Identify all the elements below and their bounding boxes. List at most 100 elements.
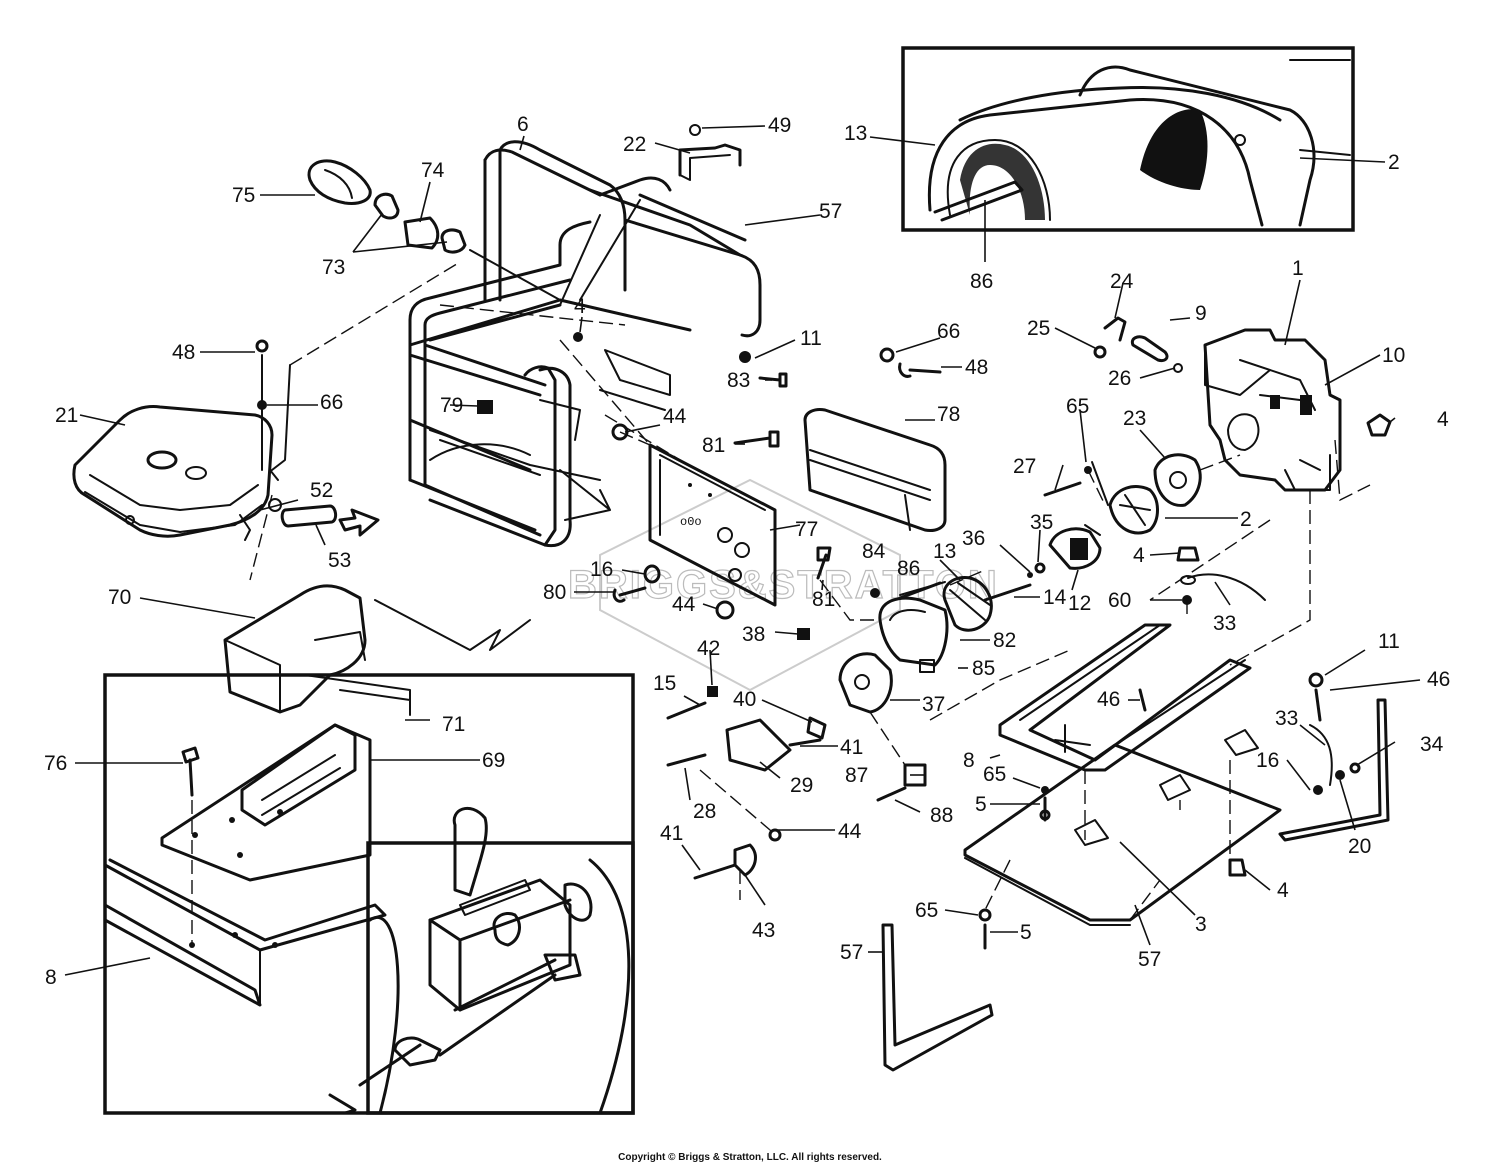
callout-65-top: 65 xyxy=(1066,395,1089,418)
callout-21: 21 xyxy=(55,404,78,427)
callout-10: 10 xyxy=(1382,344,1405,367)
callout-2-inset: 2 xyxy=(1388,151,1400,174)
callout-4-mount: 4 xyxy=(1133,544,1145,567)
callout-37: 37 xyxy=(922,693,945,716)
callout-42: 42 xyxy=(697,637,720,660)
callout-16-panel: 16 xyxy=(590,558,613,581)
leader-lines xyxy=(64,125,1421,976)
callout-40: 40 xyxy=(733,688,756,711)
callout-25: 25 xyxy=(1027,317,1050,340)
callout-81-lower: 81 xyxy=(812,588,835,611)
callout-14: 14 xyxy=(1043,586,1067,609)
control-panel: o0o xyxy=(648,443,777,607)
callout-46-right: 46 xyxy=(1427,668,1450,691)
callout-38: 38 xyxy=(742,623,765,646)
copyright-notice: Copyright © Briggs & Stratton, LLC. All … xyxy=(618,1152,882,1163)
callout-35: 35 xyxy=(1030,511,1053,534)
callout-13-inset: 13 xyxy=(844,122,867,145)
callout-12: 12 xyxy=(1068,592,1091,615)
callout-4-frame: 4 xyxy=(574,295,586,318)
callout-48-tank: 48 xyxy=(172,341,195,364)
muffler-assembly xyxy=(307,159,561,301)
callout-57-frame: 57 xyxy=(819,200,842,223)
governor-link xyxy=(1093,316,1183,373)
tube-frame xyxy=(408,140,762,548)
callout-33-mount: 33 xyxy=(1213,612,1236,635)
callout-48-frame: 48 xyxy=(965,356,988,379)
callout-83: 83 xyxy=(727,369,750,392)
callout-11-base: 11 xyxy=(1378,630,1400,653)
callout-60: 60 xyxy=(1108,589,1131,612)
callout-44-upper: 44 xyxy=(663,405,687,428)
callout-8: 8 xyxy=(963,749,975,772)
callout-2: 2 xyxy=(1240,508,1252,531)
callout-82: 82 xyxy=(993,629,1016,652)
callout-labels: 1 2 2 3 4 4 4 4 5 5 6 8 8 9 10 11 11 12 … xyxy=(44,113,1450,989)
callout-80: 80 xyxy=(543,581,566,604)
callout-26: 26 xyxy=(1108,367,1131,390)
callout-33-base: 33 xyxy=(1275,707,1298,730)
callout-44-mid: 44 xyxy=(672,593,696,616)
callout-66-frame: 66 xyxy=(937,320,960,343)
fuel-tank xyxy=(72,339,291,541)
callout-65-mid: 65 xyxy=(983,763,1006,786)
callout-43: 43 xyxy=(752,919,775,942)
callout-66-tank: 66 xyxy=(320,391,343,414)
callout-8-inset: 8 xyxy=(45,966,57,989)
callout-44-lower: 44 xyxy=(838,820,862,843)
svg-text:o0o: o0o xyxy=(680,515,702,529)
callout-4-base: 4 xyxy=(1277,879,1289,902)
callout-87: 87 xyxy=(845,764,868,787)
callout-77: 77 xyxy=(795,518,818,541)
assembly-lines xyxy=(249,261,1371,921)
callout-53: 53 xyxy=(328,549,351,572)
callout-5-upper: 5 xyxy=(975,793,987,816)
hardware-small xyxy=(573,332,942,620)
callout-34: 34 xyxy=(1420,733,1444,756)
callout-69: 69 xyxy=(482,749,505,772)
callout-70: 70 xyxy=(108,586,131,609)
callout-22: 22 xyxy=(623,133,646,156)
callout-86-inset: 86 xyxy=(970,270,993,293)
watermark: BRIGGS&STRATTON xyxy=(567,478,999,692)
inset-control-housing xyxy=(103,584,635,1115)
callout-65-low: 65 xyxy=(915,899,938,922)
alternator-assembly xyxy=(666,453,1202,880)
callout-49: 49 xyxy=(768,114,791,137)
watermark-text: BRIGGS&STRATTON xyxy=(568,563,999,607)
callout-9: 9 xyxy=(1195,302,1207,325)
callout-4-engine: 4 xyxy=(1437,408,1449,431)
callout-11-frame: 11 xyxy=(800,327,822,350)
callout-74: 74 xyxy=(421,159,445,182)
callout-13: 13 xyxy=(933,540,956,563)
callout-41-upper: 41 xyxy=(840,736,863,759)
callout-52: 52 xyxy=(310,479,333,502)
engine xyxy=(1203,328,1342,492)
callout-15: 15 xyxy=(653,672,676,695)
callout-57-rail: 57 xyxy=(840,941,863,964)
callout-85: 85 xyxy=(972,657,995,680)
callout-6: 6 xyxy=(517,113,529,136)
callout-88: 88 xyxy=(930,804,953,827)
callout-76: 76 xyxy=(44,752,67,775)
callout-20: 20 xyxy=(1348,835,1371,858)
callout-27: 27 xyxy=(1013,455,1036,478)
callout-84: 84 xyxy=(862,540,886,563)
callout-28: 28 xyxy=(693,800,716,823)
callout-41-lower: 41 xyxy=(660,822,683,845)
callout-16-base: 16 xyxy=(1256,749,1279,772)
callout-71: 71 xyxy=(442,713,465,736)
callout-46-left: 46 xyxy=(1097,688,1120,711)
callout-78: 78 xyxy=(937,403,960,426)
bracket-22 xyxy=(678,124,742,181)
fuel-line xyxy=(268,498,380,537)
callout-86: 86 xyxy=(897,557,920,580)
callout-57-base: 57 xyxy=(1138,948,1161,971)
callout-5-lower: 5 xyxy=(1020,921,1032,944)
callout-81-upper: 81 xyxy=(702,434,725,457)
callout-23: 23 xyxy=(1123,407,1146,430)
cover-78 xyxy=(803,408,947,532)
callout-3: 3 xyxy=(1195,913,1207,936)
callout-75: 75 xyxy=(232,184,255,207)
